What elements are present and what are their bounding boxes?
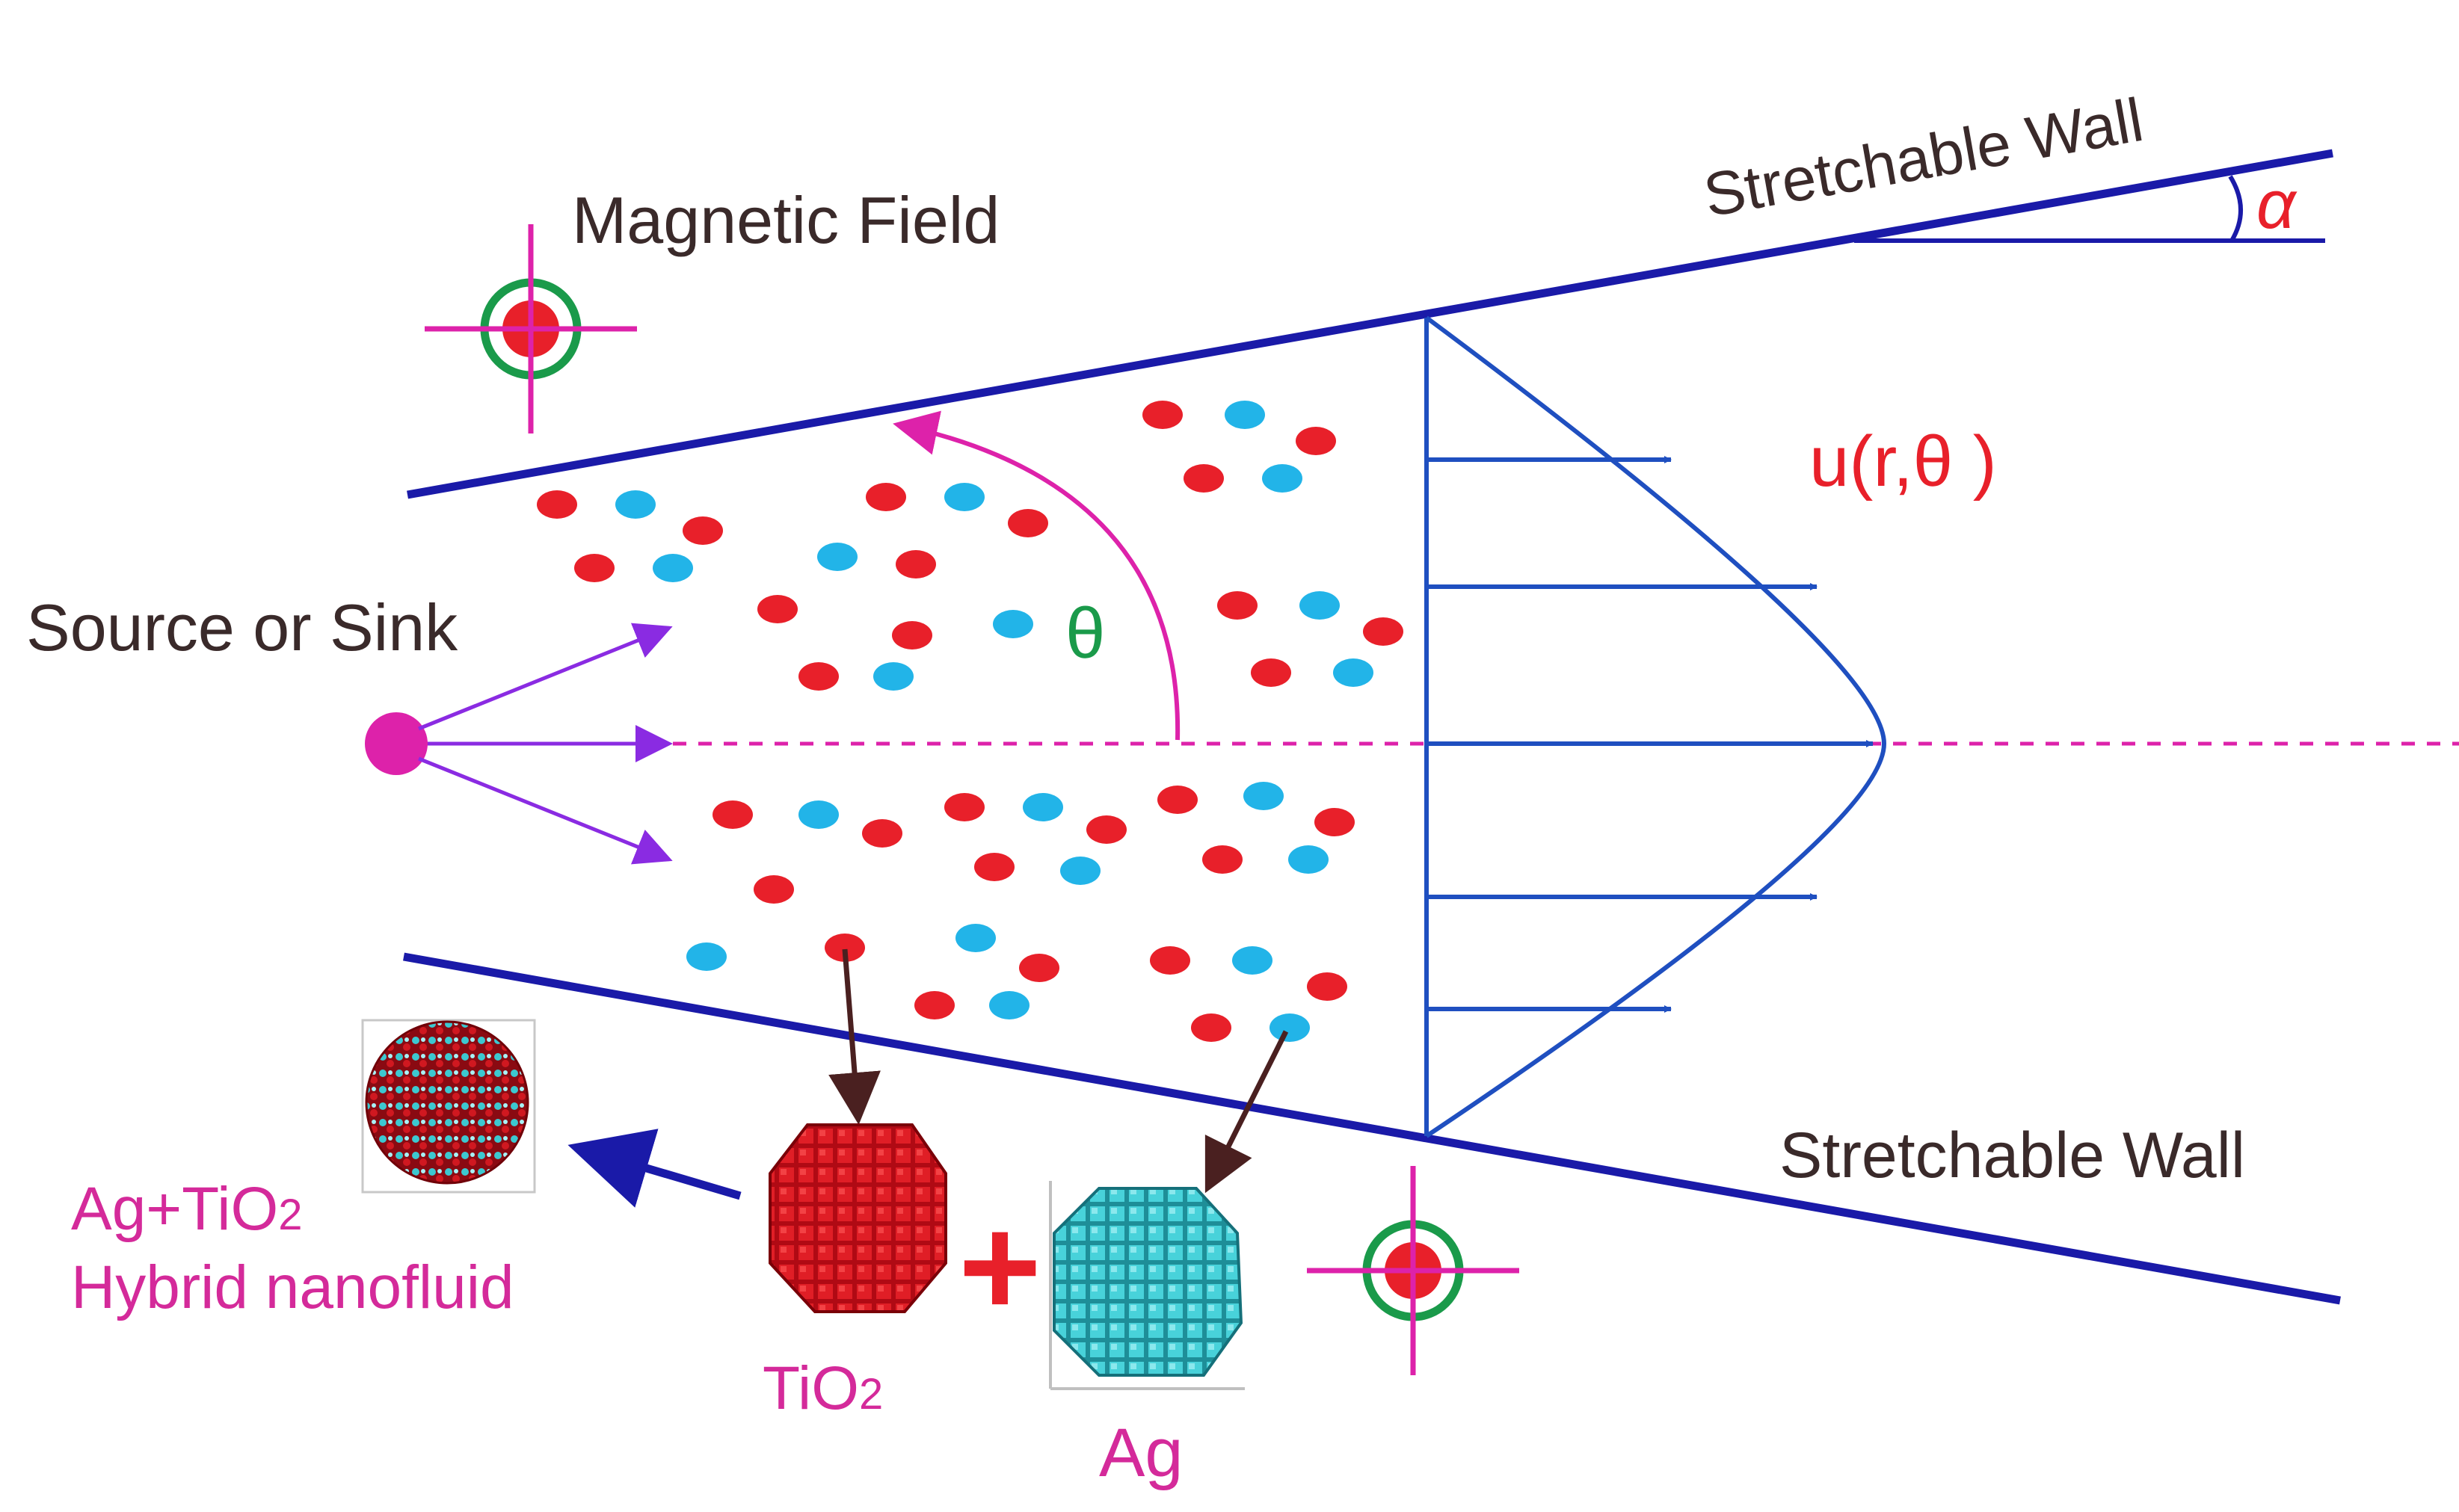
tio2-particle [974, 853, 1015, 881]
ag-particle [873, 662, 914, 691]
ag-particle [1060, 857, 1101, 885]
ag-particle [1232, 946, 1272, 975]
tio2-particle [1296, 427, 1336, 455]
magnetic-field-icon [1307, 1166, 1519, 1375]
tio2-particle [944, 793, 985, 821]
alpha-label: α [2256, 167, 2298, 243]
stretchable-wall-top-label: Stretchable Wall [1699, 86, 2148, 230]
tio2-particle [757, 595, 798, 623]
ag-pointer-arrow [1204, 1030, 1289, 1194]
tio2-particle [537, 490, 577, 519]
tio2-label: TiO2 [763, 1354, 883, 1422]
tio2-particle [713, 800, 753, 829]
tio2-particle [1008, 509, 1048, 537]
ag-particle [686, 942, 727, 971]
tio2-particle [866, 483, 906, 511]
ag-particle [955, 924, 996, 952]
stretchable-wall-bottom-label: Stretchable Wall [1779, 1120, 2245, 1191]
velocity-profile-label: u(r,θ ) [1809, 422, 1997, 502]
tio2-particle [1150, 946, 1190, 975]
source-arrow-down [418, 756, 673, 865]
tio2-particle [1314, 808, 1355, 836]
tio2-particle [1191, 1013, 1231, 1042]
velocity-profile-curve [1425, 315, 1887, 1138]
tio2-particle [1307, 972, 1347, 1001]
hybrid-nanoparticle-image [365, 1020, 529, 1185]
ag-particle [1262, 464, 1302, 493]
to-hybrid-arrow [567, 1129, 742, 1208]
magnetic-field-label: Magnetic Field [572, 183, 1000, 257]
ag-particle [1288, 845, 1329, 874]
theta-arc [893, 410, 1181, 741]
tio2-particle [1142, 401, 1183, 429]
ag-particle [798, 800, 839, 829]
ag-particle [1269, 1013, 1310, 1042]
tio2-particle [896, 550, 936, 578]
tio2-particle [862, 819, 902, 848]
ag-particle [653, 554, 693, 582]
bottom-wall [403, 952, 2341, 1305]
ag-particle [989, 991, 1030, 1019]
tio2-pointer-arrow [828, 948, 881, 1125]
tio2-particle [1202, 845, 1243, 874]
tio2-particle [1184, 464, 1224, 493]
tio2-nanoparticle-image [769, 1123, 947, 1313]
top-wall [407, 149, 2333, 499]
source-arrow-up [418, 623, 673, 731]
tio2-particle [825, 934, 865, 962]
tio2-particle [892, 621, 932, 649]
tio2-particle [1157, 786, 1198, 814]
source-sink-label: Source or Sink [26, 590, 458, 664]
ag-particle [1299, 591, 1340, 620]
ag-particle [1023, 793, 1063, 821]
hybrid-nanofluid-label-line2: Hybrid nanofluid [71, 1253, 514, 1321]
ag-particle [1225, 401, 1265, 429]
theta-label: θ [1065, 593, 1105, 673]
tio2-particle [914, 991, 955, 1019]
tio2-particle [754, 875, 794, 904]
tio2-particle [1086, 815, 1127, 844]
tio2-particle [683, 516, 723, 545]
tio2-particle [1363, 617, 1403, 646]
magnetic-field-icon [425, 224, 637, 433]
tio2-particle [1251, 658, 1291, 687]
tio2-particle [574, 554, 615, 582]
hybrid-image-frame [361, 1019, 536, 1194]
ag-particle [1243, 782, 1284, 810]
tio2-particle [1019, 954, 1059, 982]
ag-nanoparticle-image [1053, 1187, 1243, 1377]
tio2-particle [1217, 591, 1258, 620]
ag-particle [817, 543, 858, 571]
ag-particle [615, 490, 656, 519]
alpha-arc [2228, 175, 2243, 242]
hybrid-nanofluid-label: Ag+TiO2 [71, 1175, 303, 1243]
ag-particle [944, 483, 985, 511]
source-point-icon [365, 712, 428, 775]
ag-label: Ag [1099, 1415, 1184, 1491]
nanoparticles [537, 401, 1403, 1042]
ag-particle [1333, 658, 1373, 687]
ag-particle [993, 610, 1033, 638]
tio2-particle [798, 662, 839, 691]
plus-sign: + [958, 1188, 1041, 1346]
